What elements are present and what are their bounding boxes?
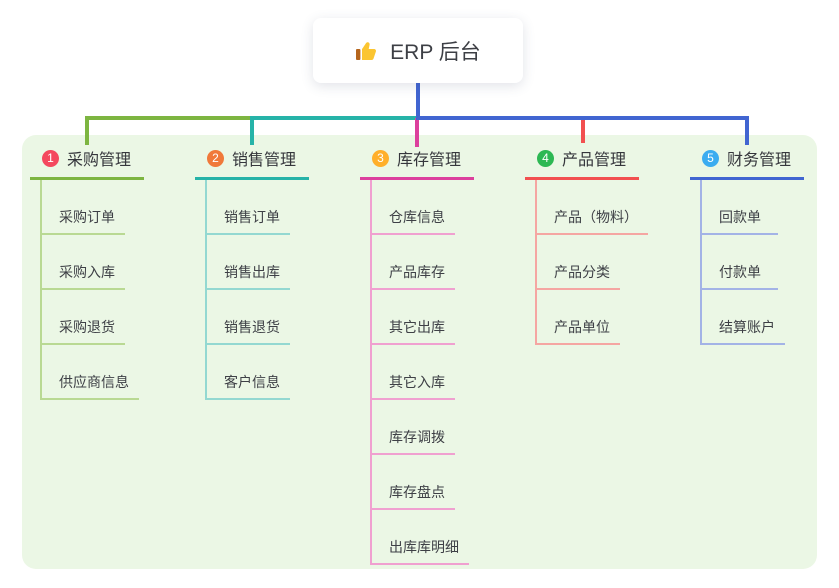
branch-title-label: 库存管理 bbox=[397, 152, 462, 169]
tree-node[interactable]: 库存盘点 bbox=[372, 455, 455, 510]
branch-inventory: 3 库存管理仓库信息产品库存其它出库其它入库库存调拨库存盘点出库库明细 bbox=[360, 146, 474, 565]
tree-node-label: 产品单位 bbox=[554, 319, 610, 335]
tree-node-label: 客户信息 bbox=[224, 374, 280, 390]
tree-node-label: 出库库明细 bbox=[389, 539, 459, 555]
tree-node-label: 销售出库 bbox=[224, 264, 280, 280]
branch-number-badge: 3 bbox=[372, 149, 389, 167]
branch-title[interactable]: 2 销售管理 bbox=[195, 146, 309, 180]
branch-title-label: 产品管理 bbox=[562, 152, 627, 169]
tree-node-label: 付款单 bbox=[719, 264, 761, 280]
branches-panel bbox=[22, 135, 817, 569]
tree-node-label: 采购退货 bbox=[59, 319, 115, 335]
branch-children: 回款单付款单结算账户 bbox=[700, 180, 804, 345]
tree-node[interactable]: 回款单 bbox=[702, 180, 778, 235]
branch-product: 4 产品管理产品（物料） 产品分类产品单位 bbox=[525, 146, 648, 345]
tree-node[interactable]: 结算账户 bbox=[702, 290, 785, 345]
tree-node[interactable]: 供应商信息 bbox=[42, 345, 139, 400]
tree-node-label: 销售订单 bbox=[224, 209, 280, 225]
branch-children: 采购订单采购入库采购退货供应商信息 bbox=[40, 180, 144, 400]
root-node[interactable]: ERP 后台 bbox=[313, 18, 523, 83]
tree-node-label: 采购订单 bbox=[59, 209, 115, 225]
tree-node-label: 供应商信息 bbox=[59, 374, 129, 390]
tree-node-label: 仓库信息 bbox=[389, 209, 445, 225]
tree-node[interactable]: 其它出库 bbox=[372, 290, 455, 345]
tree-node[interactable]: 销售退货 bbox=[207, 290, 290, 345]
branch-number-badge: 2 bbox=[207, 149, 224, 167]
branch-number-badge: 1 bbox=[42, 149, 59, 167]
tree-node-label: 采购入库 bbox=[59, 264, 115, 280]
branch-sales: 2 销售管理销售订单销售出库销售退货客户信息 bbox=[195, 146, 309, 400]
tree-node[interactable]: 出库库明细 bbox=[372, 510, 469, 565]
branch-children: 产品（物料） 产品分类产品单位 bbox=[535, 180, 648, 345]
tree-node[interactable]: 库存调拨 bbox=[372, 400, 455, 455]
tree-node[interactable]: 其它入库 bbox=[372, 345, 455, 400]
tree-node-label: 结算账户 bbox=[719, 319, 775, 335]
branch-title[interactable]: 3 库存管理 bbox=[360, 146, 474, 180]
branch-purchase: 1 采购管理采购订单采购入库采购退货供应商信息 bbox=[30, 146, 144, 400]
tree-node[interactable]: 产品单位 bbox=[537, 290, 620, 345]
tree-node-label: 产品（物料） bbox=[554, 209, 638, 225]
tree-node[interactable]: 采购退货 bbox=[42, 290, 125, 345]
tree-node[interactable]: 销售出库 bbox=[207, 235, 290, 290]
tree-node[interactable]: 产品库存 bbox=[372, 235, 455, 290]
thumbs-up-icon bbox=[355, 39, 379, 63]
tree-node-label: 其它出库 bbox=[389, 319, 445, 335]
tree-node-label: 销售退货 bbox=[224, 319, 280, 335]
branch-title-label: 采购管理 bbox=[67, 152, 132, 169]
branch-title-label: 财务管理 bbox=[727, 152, 792, 169]
branch-number-badge: 4 bbox=[537, 149, 554, 167]
branch-title[interactable]: 1 采购管理 bbox=[30, 146, 144, 180]
branch-children: 仓库信息产品库存其它出库其它入库库存调拨库存盘点出库库明细 bbox=[370, 180, 474, 565]
branch-title[interactable]: 5 财务管理 bbox=[690, 146, 804, 180]
tree-node[interactable]: 销售订单 bbox=[207, 180, 290, 235]
tree-node-label: 产品库存 bbox=[389, 264, 445, 280]
tree-node[interactable]: 付款单 bbox=[702, 235, 778, 290]
tree-node-label: 库存调拨 bbox=[389, 429, 445, 445]
branch-number-badge: 5 bbox=[702, 149, 719, 167]
tree-node[interactable]: 客户信息 bbox=[207, 345, 290, 400]
tree-node-label: 产品分类 bbox=[554, 264, 610, 280]
branch-title[interactable]: 4 产品管理 bbox=[525, 146, 639, 180]
tree-node[interactable]: 仓库信息 bbox=[372, 180, 455, 235]
tree-node[interactable]: 产品分类 bbox=[537, 235, 620, 290]
tree-node-label: 其它入库 bbox=[389, 374, 445, 390]
branch-title-label: 销售管理 bbox=[232, 152, 297, 169]
tree-node-label: 回款单 bbox=[719, 209, 761, 225]
tree-node-label: 库存盘点 bbox=[389, 484, 445, 500]
tree-node[interactable]: 产品（物料） bbox=[537, 180, 648, 235]
branch-finance: 5 财务管理回款单付款单结算账户 bbox=[690, 146, 804, 345]
root-label: ERP 后台 bbox=[390, 40, 481, 64]
tree-node[interactable]: 采购订单 bbox=[42, 180, 125, 235]
tree-node[interactable]: 采购入库 bbox=[42, 235, 125, 290]
branch-children: 销售订单销售出库销售退货客户信息 bbox=[205, 180, 309, 400]
